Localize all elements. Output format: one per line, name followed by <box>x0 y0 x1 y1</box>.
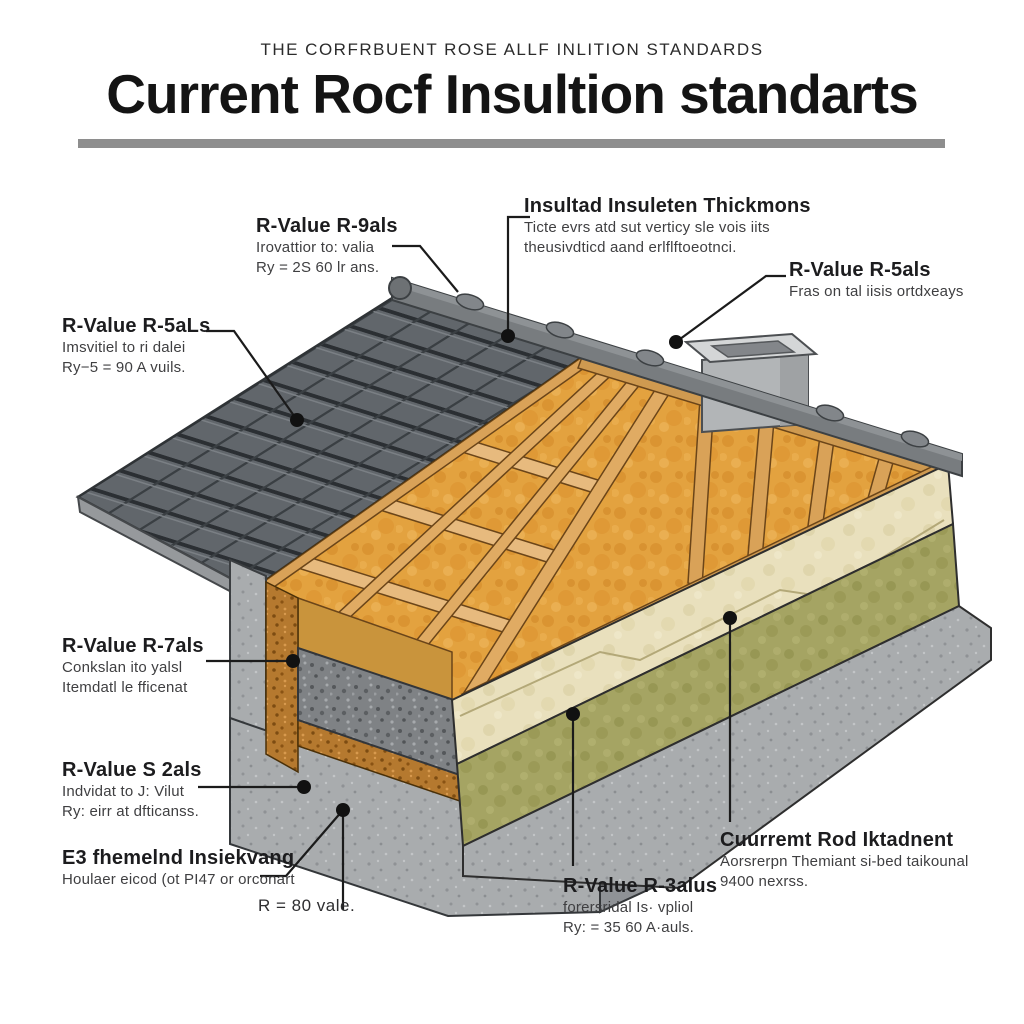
callout-line: theusivdticd aand erlflftoeotnci. <box>524 239 737 256</box>
callout-line: Imsvitiel to ri dalei <box>62 339 186 356</box>
callout-top-center: Insultad Insuleten Thickmons Ticte evrs … <box>524 194 811 258</box>
chimney-flue-opening <box>709 340 797 358</box>
concrete-slab <box>462 604 992 890</box>
leader-top-left <box>392 244 459 293</box>
callout-title: R-Value R-9als <box>256 215 398 237</box>
callout-line: Houlaer eicod (ot PI47 or orconart <box>62 871 295 888</box>
leader-top-center <box>506 215 530 336</box>
granular-fill-left <box>265 580 299 774</box>
callout-note: R = 80 vale. <box>258 896 356 915</box>
callout-bottom-center: R-Value R-3alus forersridal Is· vpliol R… <box>563 874 717 938</box>
leader-lines <box>198 215 786 910</box>
callout-line: Indvidat to J: Vilut <box>62 783 185 800</box>
callout-title: Cuurremt Rod Iktadnent <box>720 829 954 851</box>
dot-interior-panel <box>286 654 300 668</box>
callout-bottom-note: R = 80 vale. <box>258 896 355 916</box>
callout-top-left: R-Value R-9als Irovattior to: valia Ry =… <box>256 214 398 278</box>
callout-line: Conkslan ito yalsl <box>62 659 183 676</box>
title-divider <box>78 139 945 148</box>
callout-title: R-Value R-7als <box>62 635 204 657</box>
dot-green-layer-left <box>566 707 580 721</box>
rafter-framing <box>252 357 648 673</box>
callout-top-right: R-Value R-5als Fras on tal iisis ortdxea… <box>789 258 964 302</box>
subtitle: THE CORFRBUENT ROSE ALLF INLITION STANDA… <box>260 40 764 59</box>
callout-line: Aorsrerpn Themiant si-bed taikounal <box>720 853 969 870</box>
ridge-cap <box>388 276 963 478</box>
callout-line: Irovattior to: valia <box>256 239 375 256</box>
leader-left-upper <box>206 329 298 421</box>
callout-title: R-Value R-5als <box>789 259 931 281</box>
callout-line: Ry = 2S 60 lr ans. <box>256 259 380 276</box>
callout-title: R-Value R-5aLs <box>62 315 211 337</box>
callout-dots <box>286 329 737 817</box>
dot-tiles <box>290 413 304 427</box>
callout-line: 9400 nexrss. <box>720 873 809 890</box>
leader-bottom-left <box>260 809 344 878</box>
concrete-wall <box>229 558 267 734</box>
callout-title: Insultad Insuleten Thickmons <box>524 195 811 217</box>
dot-ridge <box>501 329 515 343</box>
dot-concrete-wall <box>297 780 311 794</box>
callout-line: Fras on tal iisis ortdxeays <box>789 283 964 300</box>
callout-title: R-Value S 2als <box>62 759 202 781</box>
callout-left-lower: R-Value S 2als Indvidat to J: Vilut Ry: … <box>62 758 202 822</box>
callout-bottom-right: Cuurremt Rod Iktadnent Aorsrerpn Themian… <box>720 828 969 892</box>
dot-chimney <box>669 335 683 349</box>
dot-concrete-block <box>336 803 350 817</box>
callout-bottom-left: E3 fhemelnd Insiekvang Houlaer eicod (ot… <box>62 846 295 890</box>
callout-line: forersridal Is· vpliol <box>563 899 694 916</box>
page-title: Current Rocf Insultion standarts <box>106 63 918 125</box>
callout-line: Ry: eirr at dfticanss. <box>62 803 199 820</box>
callout-line: Itemdatl le fficenat <box>62 679 188 696</box>
callout-title: R-Value R-3alus <box>563 875 718 897</box>
callout-left-middle: R-Value R-7als Conkslan ito yalsl Itemda… <box>62 634 204 698</box>
leader-top-right <box>675 274 786 343</box>
callout-line: Ry−5 = 90 A vuils. <box>62 359 186 376</box>
callout-line: Ry: = 35 60 A·auls. <box>563 919 694 936</box>
callout-title: E3 fhemelnd Insiekvang <box>62 847 295 869</box>
callout-line: Ticte evrs atd sut verticy sle vois iits <box>524 219 770 236</box>
callout-left-upper: R-Value R-5aLs Imsvitiel to ri dalei Ry−… <box>62 314 210 378</box>
dot-green-layer-right <box>723 611 737 625</box>
